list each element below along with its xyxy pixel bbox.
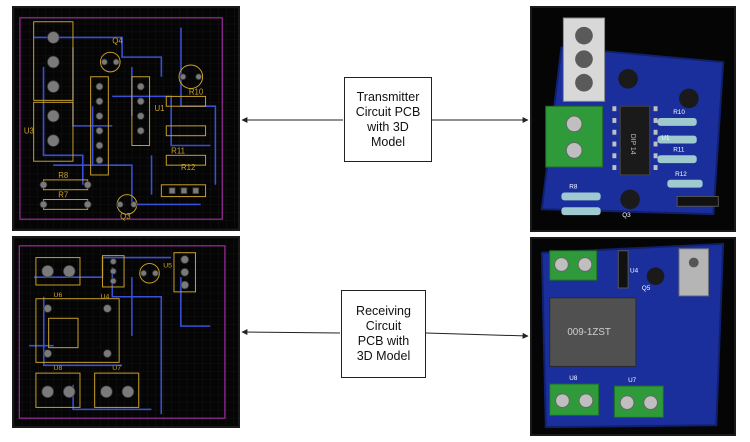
- ref-label: U8: [569, 375, 578, 382]
- transmitter-label: Transmitter Circuit PCB with 3D Model: [355, 89, 421, 149]
- ref-label: Q5: [642, 285, 651, 292]
- pin-header: [676, 195, 719, 207]
- ref-label: R12: [675, 171, 687, 178]
- dip-chip: DIP 14: [619, 105, 651, 176]
- ref-label: U7: [628, 377, 637, 384]
- svg-text:DIP 14: DIP 14: [629, 134, 636, 155]
- ref-label: U3: [24, 127, 35, 136]
- ref-label: U4: [101, 294, 110, 301]
- receiver-3d-render: 009-1ZST U8 U7 U4 Q5: [540, 242, 725, 429]
- pads: [41, 255, 190, 398]
- ref-label: Q3: [622, 212, 631, 219]
- receiver-pcb-layout: U4 U5 U6 U7 U8: [12, 236, 240, 428]
- ref-label: R11: [171, 146, 185, 155]
- receiver-pcb-drawing: U4 U5 U6 U7 U8: [14, 238, 238, 426]
- ref-label: R8: [569, 184, 578, 191]
- ref-label: U8: [54, 365, 63, 372]
- receiver-3d-model: 009-1ZST U8 U7 U4 Q5: [530, 237, 736, 436]
- transmitter-pcb-drawing: Q4 U1 R8 R7 R10 R11 R12 Q3 U3: [14, 8, 238, 229]
- ref-label: R10: [673, 109, 685, 116]
- ref-label: Q4: [112, 36, 123, 45]
- ref-label: U1: [154, 104, 164, 113]
- ref-label: U5: [163, 262, 172, 269]
- silkscreen-outlines: [35, 252, 197, 408]
- board-outline: [18, 245, 226, 419]
- ref-label: U6: [54, 292, 63, 299]
- arrow-to-receiver-3d: [425, 332, 529, 339]
- resistors: [561, 118, 703, 216]
- pin-header: [617, 250, 629, 289]
- pads: [39, 31, 203, 209]
- board-outline: [19, 17, 223, 220]
- ref-label: U7: [112, 365, 121, 372]
- receiver-label: Receiving Circuit PCB with 3D Model: [356, 304, 411, 363]
- module-label: 009-1ZST: [567, 327, 611, 338]
- transmitter-3d-model: DIP 14 R8 R10 R11 R12 Q3: [530, 6, 736, 232]
- transmitter-pcb-layout: Q4 U1 R8 R7 R10 R11 R12 Q3 U3: [12, 6, 240, 231]
- ref-label: R11: [673, 146, 685, 153]
- transistor: [620, 189, 640, 210]
- rf-module: [549, 297, 637, 367]
- regulator: [678, 248, 709, 297]
- ref-label: U1: [661, 135, 670, 142]
- ref-label: R8: [58, 171, 69, 180]
- dip-pins: [612, 106, 658, 170]
- transistor: [618, 68, 638, 89]
- arrow-to-receiver-pcb: [241, 329, 341, 336]
- transmitter-label-box: Transmitter Circuit PCB with 3D Model: [344, 77, 432, 162]
- transistor: [679, 88, 699, 109]
- transistor: [646, 267, 665, 286]
- ref-label: U4: [630, 267, 639, 274]
- ref-label: R7: [58, 191, 68, 200]
- receiver-label-box: Receiving Circuit PCB with 3D Model: [341, 290, 426, 378]
- transmitter-3d-render: DIP 14 R8 R10 R11 R12 Q3: [540, 17, 725, 219]
- silkscreen-outlines: [33, 21, 207, 215]
- ref-label: R10: [189, 87, 204, 96]
- ref-label: R12: [181, 163, 195, 172]
- ref-label: Q3: [120, 212, 131, 221]
